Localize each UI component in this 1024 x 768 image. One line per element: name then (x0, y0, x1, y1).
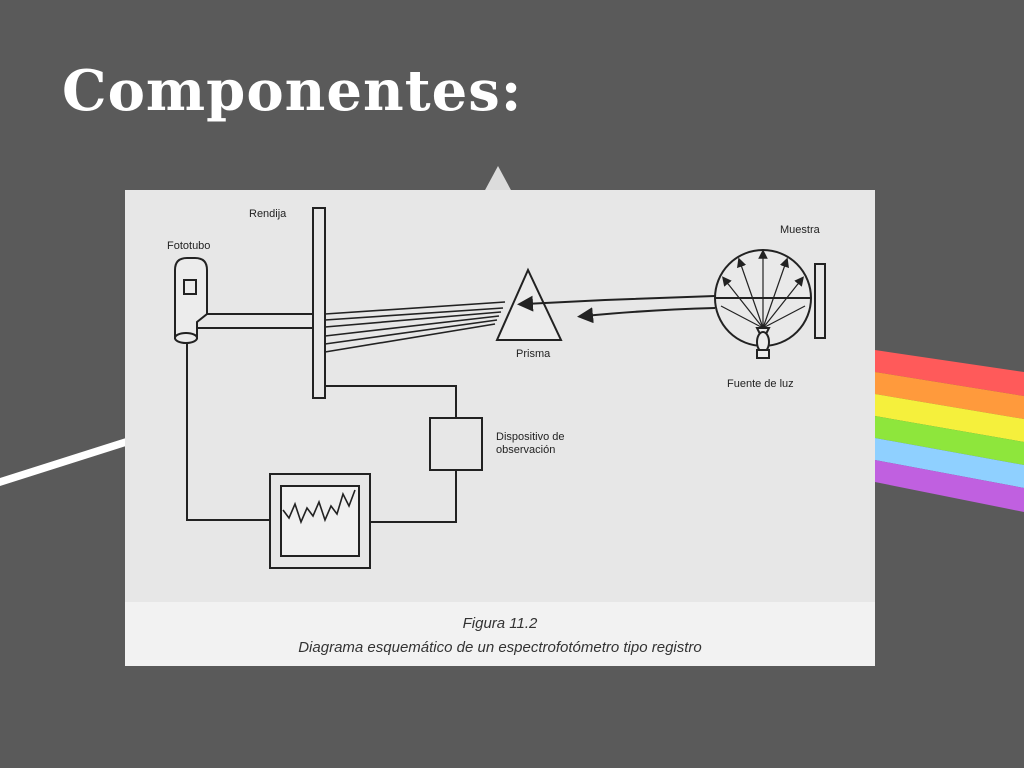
wire-slit-to-device (325, 385, 457, 418)
observation-device (429, 417, 483, 471)
label-dispositivo-de-observacion: Dispositivo de observación (496, 431, 565, 456)
chart-recorder (269, 473, 371, 569)
prism (495, 267, 563, 341)
label-rendija: Rendija (249, 208, 287, 220)
rainbow-bands (875, 350, 1024, 512)
rainbow-band-green (875, 416, 1024, 465)
spectrophotometer-figure: Fototubo Rendija Prisma Muestra Fuente d… (125, 190, 875, 666)
label-fuente-de-luz: Fuente de luz (727, 378, 794, 390)
rainbow-band-red (875, 350, 1024, 396)
incoming-beam (517, 295, 716, 312)
wire-phototube-to-recorder (186, 343, 270, 521)
light-source (714, 249, 812, 359)
prism-tip (484, 166, 512, 192)
caption-band (125, 602, 875, 666)
slide-title: Componentes: (62, 58, 523, 124)
figure-number: Figura 11.2 (462, 615, 538, 632)
white-light-beam (0, 438, 126, 486)
label-muestra: Muestra (780, 224, 820, 236)
schematic-drawing (174, 207, 826, 569)
sample (814, 263, 826, 339)
rainbow-band-violet (875, 460, 1024, 512)
wire-device-to-recorder (369, 470, 457, 523)
label-prisma: Prisma (516, 348, 551, 360)
light-beams (324, 301, 506, 353)
rainbow-band-orange (875, 372, 1024, 419)
figure-caption: Diagrama esquemático de un espectrofotóm… (298, 639, 702, 656)
phototube (174, 257, 316, 344)
label-fototubo: Fototubo (167, 240, 211, 252)
rainbow-band-yellow (875, 394, 1024, 442)
slit (312, 207, 326, 399)
rainbow-band-blue (875, 438, 1024, 488)
